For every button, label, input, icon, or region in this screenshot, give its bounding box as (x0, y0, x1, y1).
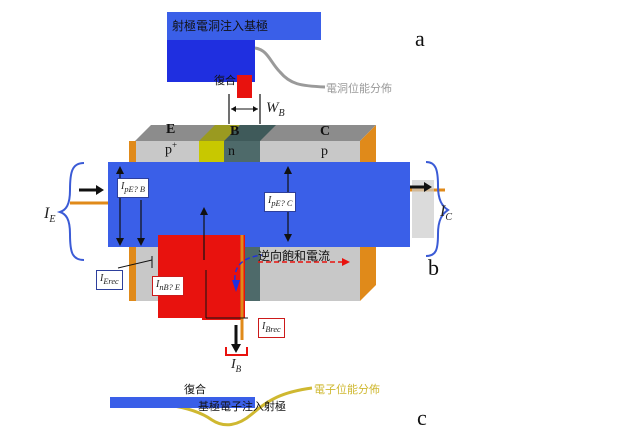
panel-label-c: c (417, 405, 427, 430)
collector-brace (425, 161, 450, 257)
electron-distribution-label: 電子位能分佈 (314, 383, 380, 396)
emitter-current-arrow (96, 185, 104, 195)
ipeb-label: IpE? B (117, 178, 149, 198)
base-type: n (228, 144, 235, 159)
base-bracket (225, 347, 248, 356)
base-current-arrow (231, 344, 241, 353)
hole-injection-label: 射極電洞注入基極 (172, 19, 269, 33)
electron-injection-label: 基極電子注入射極 (198, 400, 286, 413)
emitter-brace (56, 162, 85, 261)
top-recombination-label: 復合 (214, 74, 236, 87)
hole-current-band (108, 162, 410, 247)
top-recombination-block (237, 75, 252, 98)
bottom-recombination-label: 復合 (184, 383, 206, 396)
ierec-label: IErec (96, 270, 123, 290)
collector-current-arrow (424, 182, 432, 192)
ibrec-label: IBrec (258, 318, 285, 338)
emitter-type: p+ (165, 140, 178, 158)
panel-label-b: b (428, 255, 439, 280)
inbe-label: InB? E (152, 276, 184, 296)
hole-injection-banner (167, 12, 321, 40)
base-letter: B (230, 124, 240, 139)
panel-label-a: a (415, 26, 425, 51)
hole-distribution-curve (254, 46, 326, 89)
reverse-saturation-label: 逆向飽和電流 (258, 249, 331, 263)
collector-letter: C (320, 124, 331, 139)
ie-label: IE (44, 205, 56, 226)
hole-distribution-label: 電洞位能分佈 (326, 82, 392, 95)
ipec-label: IpE? C (264, 192, 297, 212)
ic-label: IC (440, 203, 452, 224)
electron-injection-band (110, 397, 255, 408)
ib-label: IB (231, 357, 242, 374)
collector-type: p (321, 144, 328, 159)
emitter-letter: E (166, 122, 176, 137)
wb-label: WB (266, 100, 285, 119)
